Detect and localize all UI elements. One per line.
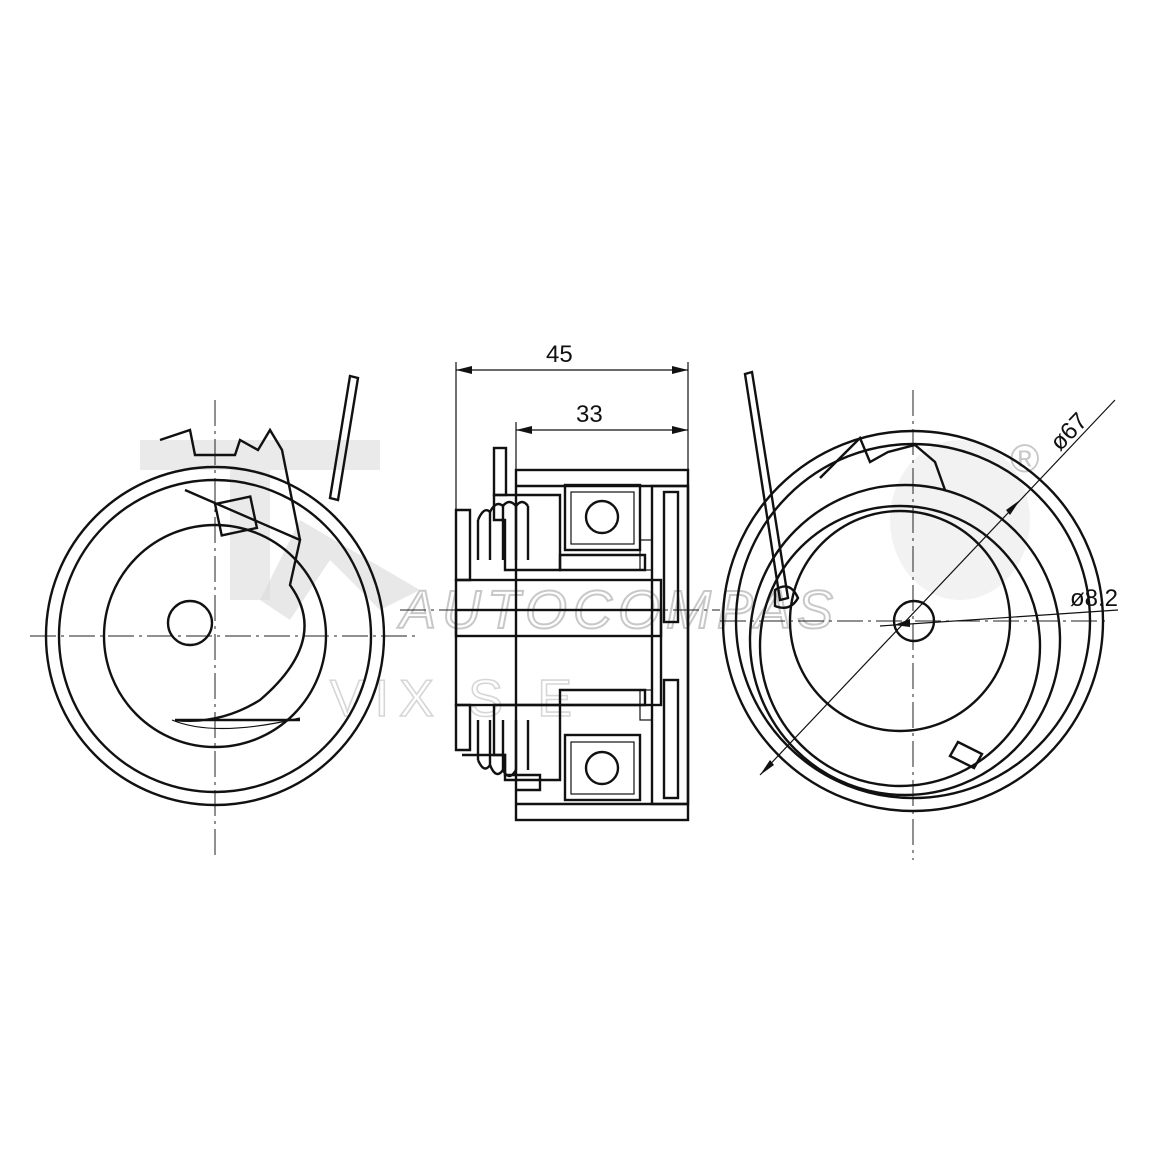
- dim45-arrow-left: [456, 366, 472, 374]
- d67-arrow-low: [760, 760, 774, 775]
- lower-bearing-race: [570, 741, 635, 795]
- right-outer-circle: [721, 429, 1105, 813]
- central-shaft-hatched: [454, 578, 663, 707]
- d67-leader: [759, 399, 1116, 776]
- section-view: 45 33: [400, 341, 720, 822]
- right-spring-end: [948, 740, 984, 770]
- upper-left-flange: [454, 508, 472, 582]
- d67-label: ø67: [1045, 408, 1093, 457]
- dim33-arrow-right: [672, 426, 688, 434]
- dimension-d8-2: ø8.2: [879, 585, 1119, 627]
- left-inner-rim: [57, 478, 373, 794]
- right-bore-circle: [892, 599, 936, 643]
- dim45-arrow-right: [672, 366, 688, 374]
- upper-bearing-race: [570, 491, 635, 545]
- left-square-window: [213, 495, 259, 537]
- upper-inner-race-hatched: [558, 553, 647, 572]
- right-side-plate: [650, 484, 690, 806]
- watermark-sub-text: VIX S E: [330, 670, 582, 728]
- lower-left-flange: [454, 703, 472, 752]
- lower-spring: [476, 720, 530, 778]
- right-spring-coil-inner: [758, 504, 1042, 788]
- upper-bearing-body: [563, 483, 642, 552]
- lower-spring-coils: [476, 720, 530, 770]
- right-spring-coil-outer: [748, 483, 1062, 797]
- lower-spring-bottoms: [476, 759, 518, 778]
- upper-spring-coils: [476, 506, 530, 560]
- pulley-shell: [514, 468, 690, 822]
- right-plate-slot-lower: [662, 678, 680, 800]
- right-lever-tip: [773, 585, 800, 609]
- d82-arrow: [894, 619, 910, 627]
- dimension-33: 33: [515, 401, 688, 470]
- right-lever-arm: [743, 370, 790, 602]
- upper-bearing-ball: [584, 499, 620, 535]
- right-plate-slot-upper: [662, 490, 680, 624]
- d82-label: ø8.2: [1070, 585, 1118, 612]
- right-seal-upper: [639, 539, 653, 571]
- left-cam-plate: [174, 488, 306, 722]
- dim45-label: 45: [546, 341, 573, 368]
- lower-bearing-ball: [584, 750, 620, 786]
- upper-bearing: [563, 483, 642, 552]
- right-hub-circle: [788, 509, 1012, 733]
- dimension-45: 45: [455, 341, 689, 510]
- lower-bearing-body: [563, 733, 642, 802]
- upper-spring-tops: [476, 500, 529, 521]
- right-top-notch: [819, 435, 947, 491]
- lower-bearing: [563, 733, 642, 802]
- left-outer-circle: [44, 465, 386, 807]
- shaft-bore: [454, 608, 663, 638]
- right-seal-lower: [639, 689, 653, 721]
- left-front-view: [30, 374, 420, 860]
- dim33-label: 33: [576, 401, 603, 428]
- left-lever-arm: [328, 374, 360, 502]
- left-top-tab: [159, 427, 302, 541]
- lower-step: [462, 753, 542, 792]
- d82-leader: [879, 609, 1119, 627]
- upper-spring: [476, 500, 530, 560]
- right-inner-rim: [734, 442, 1092, 800]
- d67-arrow-high: [1006, 500, 1020, 515]
- left-hub-circle: [102, 523, 328, 749]
- left-bore-circle: [166, 599, 214, 647]
- upper-tab: [492, 446, 508, 497]
- left-cam-arc: [171, 717, 301, 730]
- dim33-arrow-left: [516, 426, 532, 434]
- upper-housing-hatched: [492, 493, 562, 572]
